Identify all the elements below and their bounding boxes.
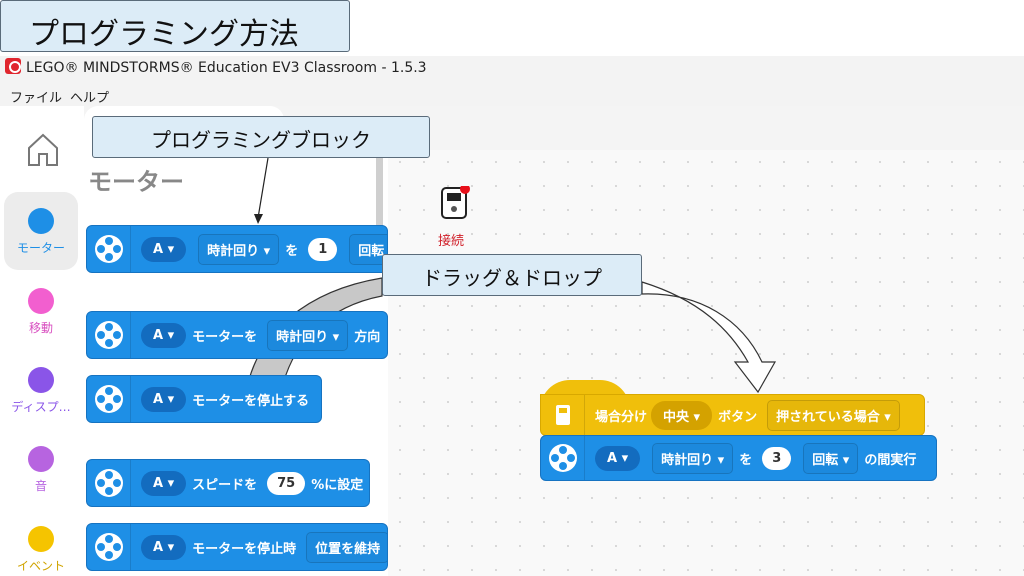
category-label: 音 <box>34 479 47 493</box>
palette-heading: モーター <box>88 168 184 196</box>
block-text: ボタン <box>718 409 758 425</box>
app-logo-icon <box>5 58 21 74</box>
category-label: 移動 <box>28 321 53 335</box>
palette-scrollbar[interactable] <box>376 150 383 250</box>
drop-arrow-head <box>641 281 777 394</box>
motor-icon <box>94 385 123 413</box>
speed-input[interactable]: 75 <box>267 471 306 495</box>
switch-block[interactable]: 場合分け 中央 ▾ ボタン 押されている場合 ▾ <box>540 394 925 436</box>
block-text: モーターを <box>192 329 258 345</box>
motor-icon <box>94 321 123 349</box>
category-display[interactable]: ディスプ… <box>4 367 78 415</box>
motor-dot-icon <box>28 208 54 234</box>
menu-bar: ファイル ヘルプ <box>0 84 1024 106</box>
block-text: 場合分け <box>595 409 648 425</box>
value-input[interactable]: 1 <box>308 237 338 261</box>
block-text: スピードを <box>192 477 258 493</box>
category-sidebar: モーター 移動 ディスプ… 音 イベント <box>0 106 84 576</box>
slide-title: プログラミング方法 <box>0 0 350 52</box>
palette-block-set-speed[interactable]: A ▾ スピードを 75 %に設定 <box>86 459 370 507</box>
events-dot-icon <box>28 526 54 552</box>
motor-icon <box>94 235 123 263</box>
condition-dropdown[interactable]: 押されている場合 ▾ <box>767 399 900 431</box>
callout-drag-drop: ドラッグ＆ドロップ <box>382 254 642 296</box>
sound-dot-icon <box>28 446 54 472</box>
motor-icon <box>548 444 577 472</box>
callout-programming-blocks: プログラミングブロック <box>92 116 430 158</box>
palette-block-stop-motor[interactable]: A ▾ モーターを停止する <box>86 375 322 423</box>
workspace-motor-block[interactable]: A ▾ 時計回り ▾ を 3 回転 ▾ の間実行 <box>540 435 937 481</box>
workspace-canvas[interactable] <box>388 150 1024 576</box>
block-text: モーターを停止する <box>192 393 310 409</box>
port-dropdown[interactable]: A ▾ <box>141 386 187 412</box>
menu-help[interactable]: ヘルプ <box>70 91 110 106</box>
direction-dropdown[interactable]: 時計回り ▾ <box>198 233 280 265</box>
move-dot-icon <box>28 288 54 314</box>
stop-action-dropdown[interactable]: 位置を維持 <box>306 531 387 563</box>
button-dropdown[interactable]: 中央 ▾ <box>651 400 713 430</box>
menu-file[interactable]: ファイル <box>10 91 63 106</box>
app-title-bar: LEGO® MINDSTORMS® Education EV3 Classroo… <box>0 56 1024 84</box>
port-dropdown[interactable]: A ▾ <box>595 445 641 471</box>
home-icon[interactable] <box>26 132 60 172</box>
port-dropdown[interactable]: A ▾ <box>141 236 187 262</box>
palette-block-run-rotations[interactable]: A ▾ 時計回り ▾ を 1 回転 <box>86 225 388 273</box>
unit-dropdown[interactable]: 回転 ▾ <box>803 442 859 474</box>
block-text: モーターを停止時 <box>192 541 297 557</box>
block-text: 方向 <box>354 329 381 345</box>
category-label: ディスプ… <box>11 400 71 414</box>
port-dropdown[interactable]: A ▾ <box>141 534 187 560</box>
pointer-arrow-line <box>257 157 269 219</box>
connect-label: 接続 <box>438 234 465 249</box>
category-events[interactable]: イベント <box>4 526 78 574</box>
direction-dropdown[interactable]: 時計回り ▾ <box>267 319 349 351</box>
port-dropdown[interactable]: A ▾ <box>141 322 187 348</box>
block-text: を <box>739 452 753 468</box>
port-dropdown[interactable]: A ▾ <box>141 470 187 496</box>
value-input[interactable]: 3 <box>762 446 792 470</box>
category-label: イベント <box>16 559 65 573</box>
palette-block-stop-action[interactable]: A ▾ モーターを停止時 位置を維持 <box>86 523 388 571</box>
block-text: を <box>285 243 299 259</box>
category-label: モーター <box>16 241 65 255</box>
palette-block-start-motor[interactable]: A ▾ モーターを 時計回り ▾ 方向 <box>86 311 388 359</box>
motor-icon <box>94 533 123 561</box>
motor-icon <box>94 469 123 497</box>
display-dot-icon <box>28 367 54 393</box>
brick-button-icon <box>541 395 585 435</box>
block-text: %に設定 <box>311 477 364 493</box>
direction-dropdown[interactable]: 時計回り ▾ <box>652 442 734 474</box>
block-text: の間実行 <box>864 452 917 468</box>
connect-brick-icon[interactable] <box>440 184 470 226</box>
unit-dropdown[interactable]: 回転 <box>349 233 387 265</box>
pointer-arrowhead <box>254 214 263 224</box>
category-sound[interactable]: 音 <box>4 446 78 494</box>
category-move[interactable]: 移動 <box>4 288 78 336</box>
category-motor[interactable]: モーター <box>4 192 78 270</box>
